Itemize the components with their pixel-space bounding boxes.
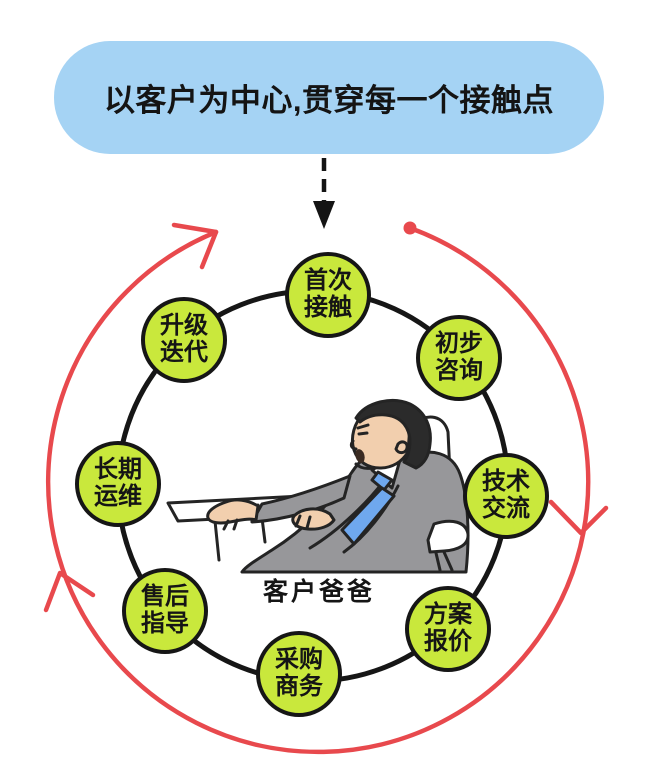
- node-aftersales-guidance: 售后 指导: [122, 568, 208, 654]
- node-upgrade-iteration: 升级 迭代: [141, 297, 227, 383]
- node-technical-exchange: 技术 交流: [463, 453, 549, 539]
- banner-title: 以客户为中心,贯穿每一个接触点: [103, 83, 555, 118]
- node-label: 升级: [160, 312, 208, 340]
- node-label: 长期: [94, 456, 142, 484]
- banner: 以客户为中心,贯穿每一个接触点: [54, 41, 604, 154]
- node-label: 技术: [482, 468, 530, 496]
- node-initial-consult: 初步 咨询: [416, 315, 502, 401]
- node-label: 咨询: [435, 357, 483, 384]
- red-cycle-arrow-icon: [43, 221, 609, 755]
- node-label: 报价: [424, 628, 472, 655]
- node-label: 交流: [482, 495, 530, 522]
- node-label: 方案: [424, 601, 472, 629]
- node-label: 首次: [304, 267, 352, 295]
- node-longterm-operations: 长期 运维: [75, 441, 161, 527]
- node-procurement-business: 采购 商务: [256, 631, 342, 717]
- center-caption: 客户爸爸: [262, 578, 376, 606]
- node-proposal-quotation: 方案 报价: [405, 586, 491, 672]
- node-label: 商务: [275, 673, 323, 700]
- node-label: 采购: [275, 646, 323, 674]
- node-label: 接触: [304, 294, 352, 321]
- node-label: 指导: [141, 610, 189, 637]
- flow-down-arrow-icon: [313, 158, 335, 229]
- node-label: 售后: [141, 583, 189, 611]
- node-first-contact: 首次 接触: [285, 252, 371, 338]
- customer-illustration: [166, 399, 470, 574]
- node-label: 运维: [94, 483, 142, 510]
- node-label: 迭代: [160, 339, 208, 366]
- node-label: 初步: [435, 330, 483, 358]
